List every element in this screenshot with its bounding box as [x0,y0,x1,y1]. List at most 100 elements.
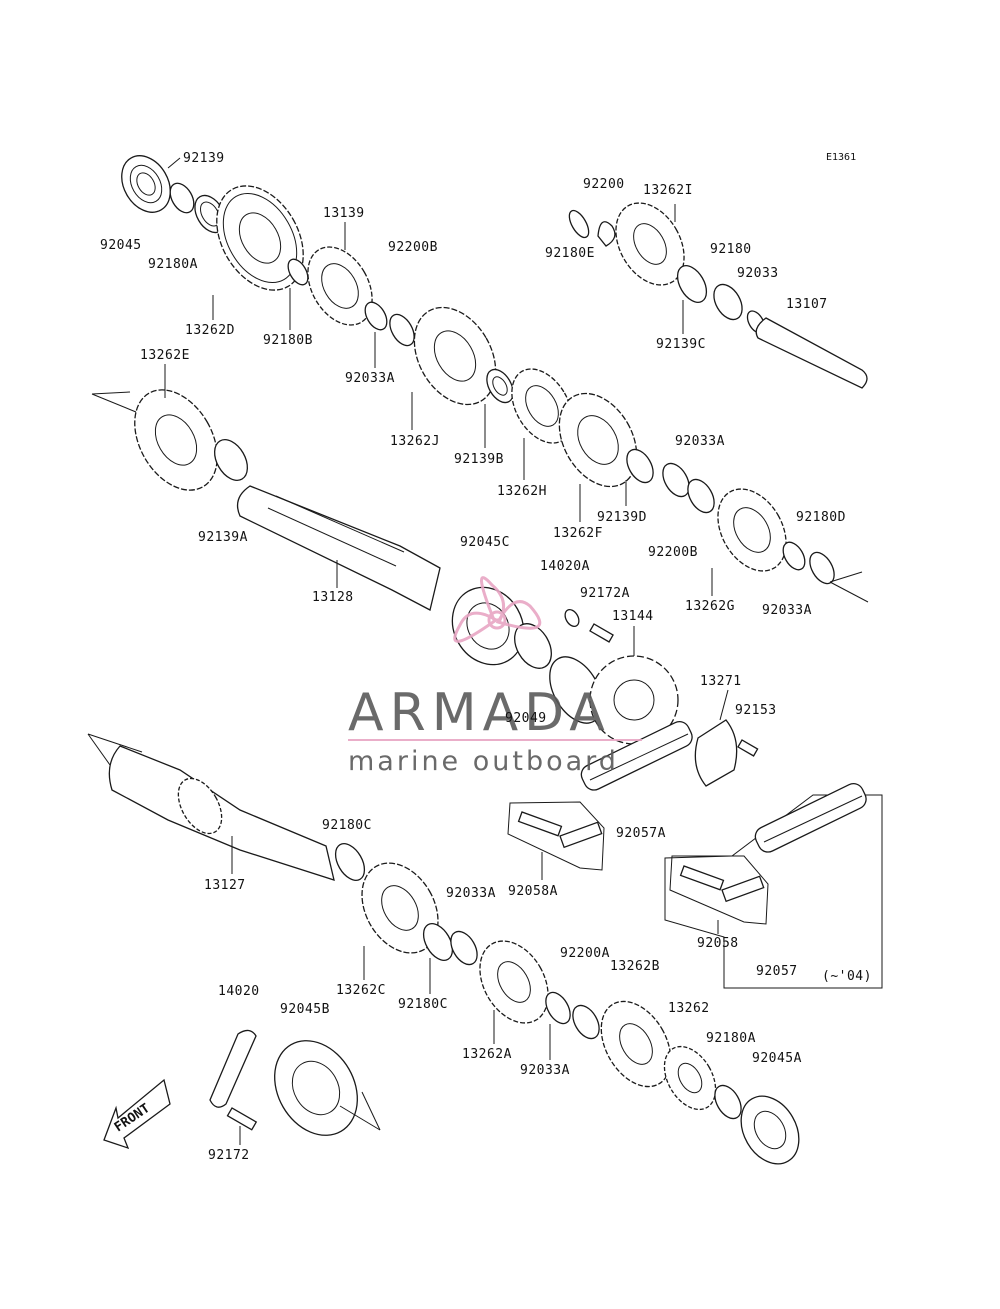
label-13127: 13127 [204,878,246,893]
label-13262F: 13262F [553,526,603,541]
label-92139D: 92139D [597,510,647,525]
label-92045C: 92045C [460,535,510,550]
label-92033A-2: 92033A [675,434,725,449]
washer-92180D [809,551,835,585]
gear-13262B [600,1000,672,1088]
joint-box-92058A [507,801,605,871]
gear-13262J [413,306,497,406]
label-13262C: 13262C [336,983,386,998]
bearing-92139 [121,155,171,213]
label-92139C: 92139C [656,337,706,352]
label-92200: 92200 [583,177,625,192]
washer-92180B [287,258,309,286]
label-92049: 92049 [505,711,547,726]
watermark: ARMADA marine outboard [348,576,642,777]
bushing-92139B [486,368,514,404]
circlip-92033A-mid [662,462,690,498]
label-92180D: 92180D [796,510,846,525]
label-92033A-5: 92033A [520,1063,570,1078]
label-92033A-4: 92033A [446,886,496,901]
label-13128: 13128 [312,590,354,605]
label-13262A: 13262A [462,1047,512,1062]
washer-92180E [568,209,590,239]
label-92180A-top: 92180A [148,257,198,272]
label-92180E: 92180E [545,246,595,261]
label-92058A: 92058A [508,884,558,899]
circlip-92033A-upper [364,301,388,331]
label-92200B-mid: 92200B [648,545,698,560]
chain-92057A [580,720,693,791]
shaft-13127 [108,745,335,881]
label-92172: 92172 [208,1148,250,1163]
label-13107: 13107 [786,297,828,312]
key-92200 [597,221,616,247]
label-13262B: 13262B [610,959,660,974]
washer-92180C-1 [334,843,366,881]
leader-lines [164,157,729,1145]
label-13262E: 13262E [140,348,190,363]
seal-92049-ring [514,623,552,669]
label-92139: 92139 [183,151,225,166]
label-92045B: 92045B [280,1002,330,1017]
chain-92057 [754,782,867,853]
label-92200B-top: 92200B [388,240,438,255]
gear-13262I [615,202,685,286]
label-92057: 92057 [756,964,798,979]
upper-shaft-group [121,155,869,603]
label-92200A: 92200A [560,946,610,961]
washer-92200A [572,1004,600,1040]
label-92180: 92180 [710,242,752,257]
bolt-92172A [589,623,614,643]
inset-note: (~'04) [822,969,872,984]
watermark-propeller-icon [453,576,542,643]
label-14020: 14020 [218,984,260,999]
washer-92180C-2 [422,923,454,961]
gear-13262G-upper [717,488,787,572]
bushing-92139D [626,448,654,484]
circlip-92033A-lower [450,930,478,966]
label-13144: 13144 [612,609,654,624]
label-13139: 13139 [323,206,365,221]
gear-13139 [307,246,373,326]
gear-13262E [134,389,218,491]
label-92172A: 92172A [580,586,630,601]
sprocket-13144 [589,655,679,745]
gear-13262D [216,185,304,291]
label-92045: 92045 [100,238,142,253]
bearing-92045A [740,1095,800,1165]
label-13262I: 13262I [643,183,693,198]
shaft-13107 [755,317,868,389]
main-shaft-group [91,389,759,871]
bolt-92172 [226,1107,258,1131]
chain-inset-box [664,782,883,989]
oil-seal-92049 [549,656,603,724]
label-92180C-1: 92180C [322,818,372,833]
label-13262D: 13262D [185,323,235,338]
bolt-92153 [737,739,759,757]
circlip-92033A-end [782,541,806,571]
gear-13262 [663,1045,717,1111]
washer-92200B-mid [687,478,715,514]
label-92153: 92153 [735,703,777,718]
label-92033A-3: 92033A [762,603,812,618]
gear-13262C [361,862,439,954]
top-right-group [568,202,868,389]
holder-13271 [694,719,738,787]
lower-shaft-group [87,733,800,1165]
washer-92180 [713,283,743,321]
plate-14020 [209,1029,257,1108]
label-92045A: 92045A [752,1051,802,1066]
gear-13262F [558,392,638,488]
label-13262J: 13262J [390,434,440,449]
bushing-92139C [676,265,708,303]
plate-14020A [564,608,580,628]
joint-92058 [669,855,769,925]
label-92033A-1: 92033A [345,371,395,386]
watermark-subtitle: marine outboard [348,746,619,777]
label-13271: 13271 [700,674,742,689]
label-92139A: 92139A [198,530,248,545]
label-14020A: 14020A [540,559,590,574]
label-92180B: 92180B [263,333,313,348]
circlip-92033A-low2 [545,991,571,1025]
ring-92045 [169,182,195,214]
